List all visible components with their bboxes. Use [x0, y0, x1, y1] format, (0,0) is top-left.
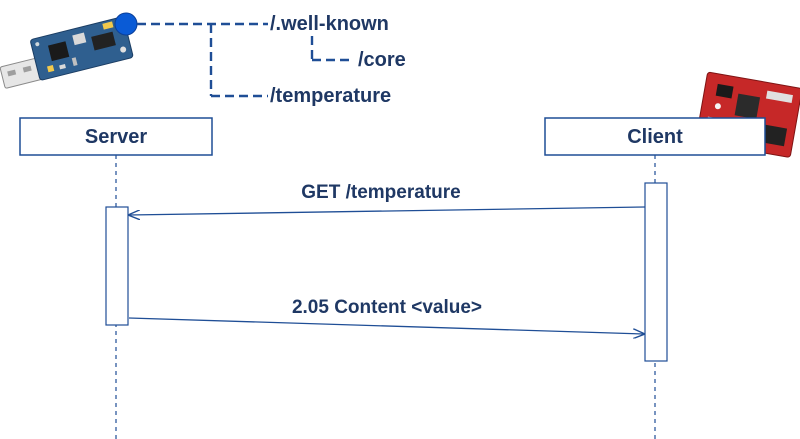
- usb-device-icon: [0, 16, 134, 89]
- server-label: Server: [85, 126, 147, 148]
- response-message: 2.05 Content <value>: [128, 297, 644, 334]
- request-label: GET /temperature: [301, 182, 460, 203]
- resource-temperature: /temperature: [270, 85, 391, 107]
- response-arrow: [128, 317, 644, 334]
- server-activation-bar: [105, 206, 129, 326]
- request-message: GET /temperature: [129, 182, 646, 215]
- client-label: Client: [627, 126, 683, 148]
- request-arrow: [129, 206, 646, 215]
- client-lifeline-head: Client: [544, 117, 766, 156]
- root-node-dot: [114, 12, 138, 36]
- resource-core: /core: [358, 49, 406, 71]
- resource-tree: /.well-known /core /temperature: [114, 12, 406, 107]
- resource-well-known: /.well-known: [270, 13, 389, 35]
- client-activation-bar: [644, 182, 668, 362]
- response-label: 2.05 Content <value>: [292, 297, 482, 318]
- server-lifeline-head: Server: [19, 117, 213, 156]
